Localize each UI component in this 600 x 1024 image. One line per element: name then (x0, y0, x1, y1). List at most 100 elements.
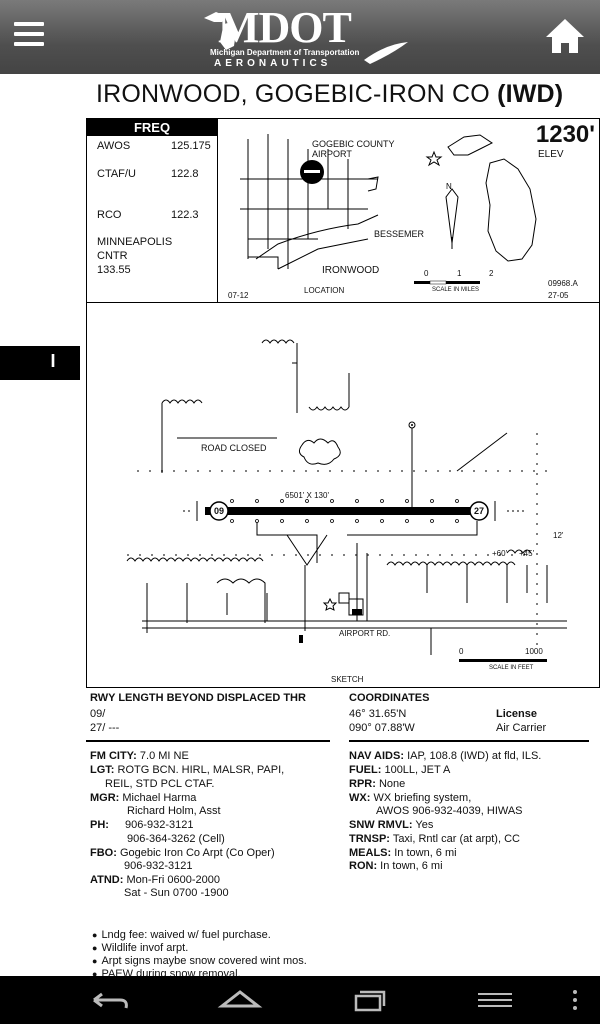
freq-label: AWOS (97, 140, 131, 152)
overflow-icon (573, 990, 577, 1010)
mdot-logo: MDOT Michigan Department of Transportati… (196, 3, 408, 70)
location-date-left: 07-12 (228, 291, 249, 300)
snow-removal-row: SNW RMVL: Yes (349, 819, 434, 831)
location-map: N (240, 134, 537, 285)
scale-miles-0: 0 (424, 269, 429, 278)
mgr-row: MGR: Michael Harma (90, 792, 197, 804)
scale-miles-1: 1 (457, 269, 462, 278)
license-title: License (496, 708, 537, 720)
airport-title: IRONWOOD, GOGEBIC-IRON CO (IWD) (96, 80, 563, 109)
navaids-row: NAV AIDS: IAP, 108.8 (IWD) at fld, ILS. (349, 750, 542, 762)
overflow-button[interactable] (560, 984, 590, 1016)
phone-row: PH:906-932-3121 (90, 819, 194, 831)
app-header: MDOT Michigan Department of Transportati… (0, 0, 600, 74)
remark-item: PAEW during snow removal. (92, 968, 240, 976)
license-value: Air Carrier (496, 722, 547, 734)
latitude: 46° 31.65'N (349, 708, 407, 720)
logo-title: MDOT (218, 3, 352, 52)
scale-feet-label: SCALE IN FEET (489, 665, 534, 671)
michigan-map-logo-icon (204, 12, 236, 50)
airport-detail-content[interactable]: IRONWOOD, GOGEBIC-IRON CO (IWD) I FREQ A… (0, 74, 600, 976)
fm-city-row: FM CITY: 7.0 MI NE (90, 750, 189, 762)
remark-item: Lndg fee: waived w/ fuel purchase. (92, 929, 270, 941)
back-icon (93, 992, 128, 1009)
phone-row-2: 906-364-3262 (Cell) (127, 833, 225, 845)
freq-value: 125.175 (171, 140, 211, 152)
elevation-label: ELEV (538, 149, 564, 160)
rwy-beyond-title: RWY LENGTH BEYOND DISPLACED THR (90, 692, 306, 704)
coordinates-title: COORDINATES (349, 692, 430, 704)
logo-aeronautics: AERONAUTICS (214, 58, 332, 69)
airport-sketch-drawing (126, 339, 567, 662)
airplane-swoosh-icon (364, 42, 408, 64)
menu-button[interactable] (466, 984, 526, 1016)
rpr-row: RPR: None (349, 778, 406, 790)
freq-value: 122.3 (171, 209, 199, 221)
system-nav-bar (0, 976, 600, 1024)
scale-feet-0: 0 (459, 647, 464, 656)
freq-cntr-name1: MINNEAPOLIS (97, 236, 173, 248)
airport-rd-label: AIRPORT RD. (339, 629, 391, 638)
divider (86, 740, 330, 742)
freq-row: RCO 122.3 (97, 209, 217, 221)
location-label-ironwood: IRONWOOD (322, 265, 380, 276)
chart-date: 27-05 (548, 291, 569, 300)
fbo-row: FBO: Gogebic Iron Co Arpt (Co Oper) (90, 847, 275, 859)
scale-feet-1000: 1000 (525, 647, 543, 656)
location-label-airport2: AIRPORT (312, 149, 352, 159)
scale-miles-2: 2 (489, 269, 494, 278)
logo-subtitle: Michigan Department of Transportation (210, 48, 360, 57)
mgr-row-2: Richard Holm, Asst (127, 805, 221, 817)
fbo-row-2: 906-932-3121 (124, 860, 193, 872)
height-12-label: 12' (553, 531, 564, 540)
fuel-row: FUEL: 100LL, JET A (349, 764, 451, 776)
wx-row: WX: WX briefing system, (349, 792, 472, 804)
airport-code: (IWD) (497, 80, 564, 108)
hamburger-menu-button[interactable] (14, 22, 44, 52)
remark-item: Wildlife invof arpt. (92, 942, 188, 954)
lgt-row-2: REIL, STD PCL CTAF. (105, 778, 215, 790)
lgt-row: LGT: ROTG BCN. HIRL, MALSR, PAPI, (90, 764, 285, 776)
location-label-airport1: GOGEBIC COUNTY (312, 139, 395, 149)
menu-icon (478, 993, 512, 1007)
runway-dimensions: 6501' X 130' (285, 491, 329, 500)
freq-value: 122.8 (171, 168, 199, 180)
freq-row: CTAF/U 122.8 (97, 168, 217, 180)
longitude: 090° 07.88'W (349, 722, 415, 734)
sketch-caption: SKETCH (331, 675, 364, 684)
freq-label: CTAF/U (97, 168, 136, 180)
runway-27-label: 27 (474, 506, 485, 516)
chart-number: 09968.A (548, 279, 578, 288)
freq-cntr-value: 133.55 (97, 264, 131, 276)
index-letter-label: I (50, 351, 56, 371)
elevation-value: 1230' (535, 121, 595, 148)
remark-item: Arpt signs maybe snow covered wint mos. (92, 955, 306, 967)
home-button[interactable] (544, 16, 586, 56)
atnd-row-2: Sat - Sun 0700 -1900 (124, 887, 229, 899)
recents-icon (354, 990, 386, 1012)
divider (349, 740, 589, 742)
north-arrow-label: N (446, 182, 452, 191)
location-panel: N GOGEBIC COUNTY AIRPORT BESSEMER IRONWO… (218, 119, 600, 303)
home-icon (217, 990, 263, 1008)
menu-line-icon (14, 32, 44, 36)
runway-09-label: 09 (214, 506, 225, 516)
rwy-27-beyond: 27/ --- (90, 722, 120, 734)
road-closed-label: ROAD CLOSED (201, 443, 267, 453)
recents-button[interactable] (338, 984, 398, 1016)
height-45-label: +45' (519, 549, 535, 558)
atnd-row: ATND: Mon-Fri 0600-2000 (90, 874, 221, 886)
airport-name: IRONWOOD, GOGEBIC-IRON CO (96, 80, 490, 108)
freq-cntr-name2: CNTR (97, 250, 128, 262)
back-button[interactable] (80, 984, 140, 1016)
rwy-09-beyond: 09/ (90, 708, 106, 720)
index-letter-tab[interactable]: I (0, 346, 80, 380)
freq-row: AWOS 125.175 (97, 140, 217, 152)
transport-row: TRNSP: Taxi, Rntl car (at arpt), CC (349, 833, 520, 845)
location-label-bessemer: BESSEMER (374, 229, 425, 239)
freq-label: RCO (97, 209, 122, 221)
home-nav-button[interactable] (210, 984, 270, 1016)
